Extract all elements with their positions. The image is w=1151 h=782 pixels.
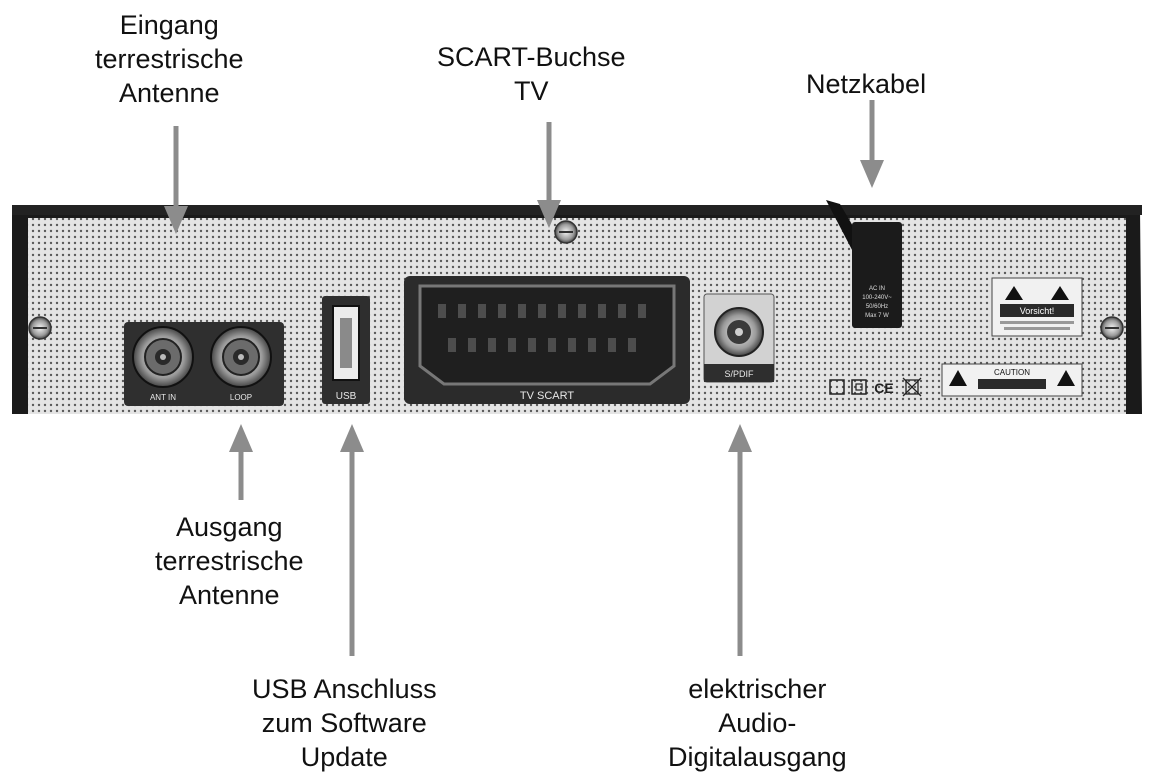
callout-usb-line-1: USB Anschluss	[252, 674, 437, 704]
callout-spdif-line-2: Audio-	[718, 708, 797, 738]
loop-connector-icon	[210, 326, 272, 388]
warning-triangle-icon	[1057, 370, 1075, 386]
callout-antenna-out-line-3: Antenne	[178, 580, 280, 610]
power-rating-plate	[852, 222, 902, 328]
warning-top-text: Vorsicht!	[1020, 306, 1055, 316]
ant-in-connector-icon	[132, 326, 194, 388]
usb-label: USB	[336, 391, 357, 402]
power-rating-line-4: Max 7 W	[865, 313, 889, 319]
screw-left-icon	[28, 316, 52, 340]
power-rating-line-1: AC IN	[869, 286, 885, 292]
callout-spdif: elektrischer Audio- Digitalausgang	[668, 672, 847, 774]
callout-scart-line-2: TV	[514, 76, 549, 106]
spdif-connector-icon	[714, 307, 764, 357]
callout-scart: SCART-Buchse TV	[437, 40, 626, 108]
arrow-scart-head	[537, 200, 561, 228]
warning-triangle-icon	[1051, 286, 1069, 300]
warning-bottom-text: CAUTION	[994, 368, 1030, 377]
ant-in-label: ANT IN	[150, 393, 176, 402]
callout-spdif-line-1: elektrischer	[688, 674, 827, 704]
screw-right-icon	[1100, 316, 1124, 340]
arrow-spdif-head	[728, 424, 752, 452]
callout-antenna-out: Ausgang terrestrische Antenne	[155, 510, 304, 612]
callout-antenna-in-line-2: terrestrische	[95, 44, 244, 74]
loop-label: LOOP	[230, 393, 252, 402]
callout-scart-line-1: SCART-Buchse	[437, 42, 626, 72]
arrow-usb-head	[340, 424, 364, 452]
warning-triangle-icon	[1005, 286, 1023, 300]
double-insulation-icon	[851, 379, 867, 395]
spdif-label: S/PDIF	[724, 369, 754, 379]
callout-usb-line-2: zum Software	[261, 708, 427, 738]
callout-antenna-in-line-1: Eingang	[119, 10, 219, 40]
power-rating-line-2: 100-240V~	[862, 295, 892, 301]
callout-power-line-1: Netzkabel	[806, 69, 927, 99]
callout-antenna-out-line-1: Ausgang	[175, 512, 283, 542]
ce-mark-icon: CE	[874, 380, 893, 396]
callout-antenna-out-line-2: terrestrische	[155, 546, 304, 576]
scart-pins	[438, 304, 646, 352]
arrow-antenna-out-head	[229, 424, 253, 452]
callout-antenna-in-line-3: Antenne	[118, 78, 220, 108]
callout-power: Netzkabel	[806, 67, 926, 101]
tv-scart-label: TV SCART	[520, 390, 574, 402]
chassis-top-lip	[12, 205, 1142, 215]
screw-top-icon	[554, 220, 578, 244]
callout-usb-line-3: Update	[300, 742, 388, 772]
callout-antenna-in: Eingang terrestrische Antenne	[95, 8, 244, 110]
power-rating-line-3: 50/60Hz	[866, 304, 888, 310]
callout-spdif-line-3: Digitalausgang	[668, 742, 847, 772]
home-mark-icon	[829, 379, 845, 395]
arrow-power-head	[860, 160, 884, 188]
weee-bin-icon	[902, 377, 922, 397]
warning-triangle-icon	[949, 370, 967, 386]
arrow-antenna-in-head	[164, 206, 188, 234]
callout-usb: USB Anschluss zum Software Update	[252, 672, 437, 774]
